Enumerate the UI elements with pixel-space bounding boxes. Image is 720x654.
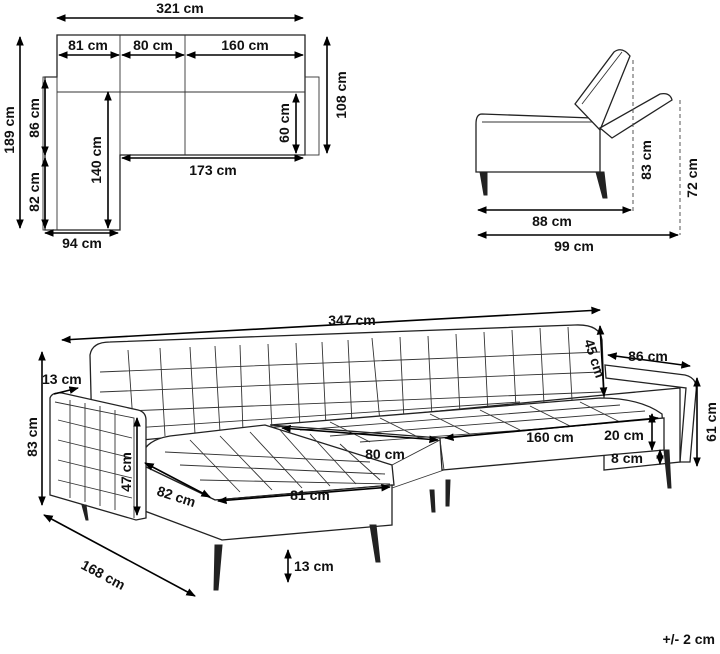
perspective-view: 347 cm 13 cm 83 cm 47 cm 82 cm 81 cm 80 … <box>24 306 719 597</box>
label-160: 160 cm <box>221 37 268 53</box>
label-82: 82 cm <box>26 172 42 212</box>
side-view-back <box>574 49 631 132</box>
dim-347 <box>61 306 601 344</box>
side-view-recline <box>598 92 673 139</box>
top-view-right-arm <box>304 76 320 156</box>
leg-1 <box>81 504 89 521</box>
label-189: 189 cm <box>1 106 17 153</box>
leg-4 <box>429 489 436 513</box>
label-60: 60 cm <box>276 103 292 143</box>
dim-45 <box>596 325 608 397</box>
dim-82-chaise <box>144 462 211 498</box>
chaise-tufting <box>164 429 391 493</box>
label-86: 86 cm <box>26 98 42 138</box>
label-173: 173 cm <box>189 162 236 178</box>
side-view: 88 cm 99 cm 83 cm 72 cm <box>475 49 700 254</box>
leg-2 <box>213 544 223 591</box>
label-13-leg: 13 cm <box>294 558 334 574</box>
label-108: 108 cm <box>333 71 349 118</box>
dim-13-arm <box>53 386 79 395</box>
label-321: 321 cm <box>156 0 203 16</box>
chaise-join <box>391 439 445 489</box>
label-80-seat: 80 cm <box>365 446 405 462</box>
leg-3 <box>369 524 381 563</box>
label-80: 80 cm <box>133 37 173 53</box>
label-347: 347 cm <box>328 312 375 328</box>
label-61: 61 cm <box>703 402 719 442</box>
side-view-back-line <box>581 51 623 105</box>
label-140: 140 cm <box>88 136 104 183</box>
dim-168 <box>43 514 196 597</box>
tolerance-note: +/- 2 cm <box>662 631 715 647</box>
label-47: 47 cm <box>118 452 134 492</box>
dim-160-seat <box>444 414 659 442</box>
label-81: 81 cm <box>68 37 108 53</box>
label-94: 94 cm <box>62 235 102 251</box>
label-99: 99 cm <box>554 238 594 254</box>
label-8: 8 cm <box>611 450 643 466</box>
label-72: 72 cm <box>684 158 700 198</box>
leg-6 <box>663 449 672 489</box>
label-160-seat: 160 cm <box>526 429 573 445</box>
side-view-body <box>475 113 601 173</box>
dim-80-seat <box>281 424 439 444</box>
label-13-arm: 13 cm <box>42 371 82 387</box>
leg-5 <box>445 479 451 507</box>
label-83-side: 83 cm <box>638 140 654 180</box>
arm-tufting <box>57 400 133 510</box>
dim-86-depth <box>607 352 691 369</box>
back-split-2 <box>371 337 381 423</box>
label-83: 83 cm <box>24 417 40 457</box>
left-armrest <box>49 392 147 521</box>
side-view-leg-right <box>595 171 608 199</box>
back-tufting <box>99 326 603 437</box>
top-view-outline <box>44 34 306 231</box>
dim-81-chaise <box>217 483 391 505</box>
label-81-chaise: 81 cm <box>290 487 330 503</box>
label-88: 88 cm <box>532 213 572 229</box>
side-view-leg-left <box>479 171 488 196</box>
label-20: 20 cm <box>604 427 644 443</box>
label-168: 168 cm <box>79 557 128 593</box>
label-86-depth: 86 cm <box>628 348 668 364</box>
top-view: 321 cm 81 cm 80 cm 160 cm 189 cm 86 cm 8… <box>1 0 349 251</box>
back-split-1 <box>239 344 244 433</box>
